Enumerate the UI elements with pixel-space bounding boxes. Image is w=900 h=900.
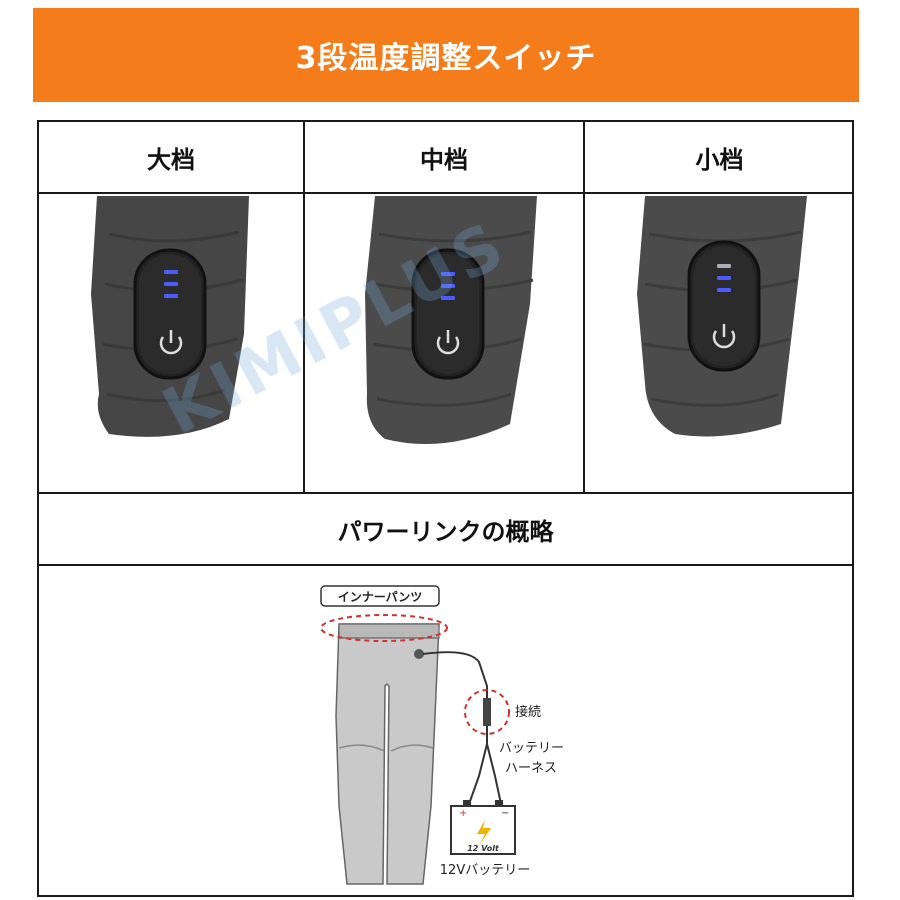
svg-text:−: − bbox=[501, 808, 509, 819]
harness-label-2: ハーネス bbox=[505, 761, 557, 776]
power-icon bbox=[436, 330, 460, 355]
inner-pants-label: インナーパンツ bbox=[338, 590, 422, 604]
battery-volt-label: 12 Volt bbox=[467, 844, 500, 853]
connector-highlight bbox=[464, 689, 510, 735]
level-low-header: 小档 bbox=[695, 145, 744, 174]
divider bbox=[39, 564, 852, 566]
switch-photo-low bbox=[585, 194, 854, 492]
divider bbox=[39, 192, 852, 194]
led-indicator bbox=[164, 270, 178, 298]
inner-pants-label-box bbox=[320, 585, 440, 607]
harness-label-1: バッテリー bbox=[499, 741, 564, 756]
battery-label: 12Vバッテリー bbox=[440, 863, 530, 878]
switch-photo-high bbox=[39, 194, 303, 492]
level-medium-header: 中档 bbox=[420, 145, 468, 174]
divider bbox=[39, 492, 852, 494]
banner-title: 3段温度調整スイッチ bbox=[295, 41, 597, 76]
svg-text:+: + bbox=[459, 808, 467, 819]
waist-highlight bbox=[320, 614, 448, 642]
led-indicator bbox=[717, 264, 731, 292]
power-icon bbox=[159, 330, 183, 355]
switch-photo-medium bbox=[305, 194, 583, 492]
power-link-diagram: インナーパンツ 接続 バッテリー ハーネス + bbox=[39, 566, 852, 897]
power-link-title: パワーリンクの概略 bbox=[337, 517, 554, 546]
divider bbox=[583, 122, 585, 492]
divider bbox=[303, 122, 305, 492]
connect-label: 接続 bbox=[515, 704, 541, 720]
led-indicator bbox=[441, 272, 455, 300]
title-banner: 3段温度調整スイッチ bbox=[33, 8, 859, 102]
power-icon bbox=[712, 324, 736, 349]
level-high-header: 大档 bbox=[147, 145, 195, 174]
comparison-table: 大档 中档 小档 bbox=[37, 120, 854, 897]
pants-illustration bbox=[335, 623, 440, 885]
battery-icon: + − bbox=[450, 800, 516, 855]
